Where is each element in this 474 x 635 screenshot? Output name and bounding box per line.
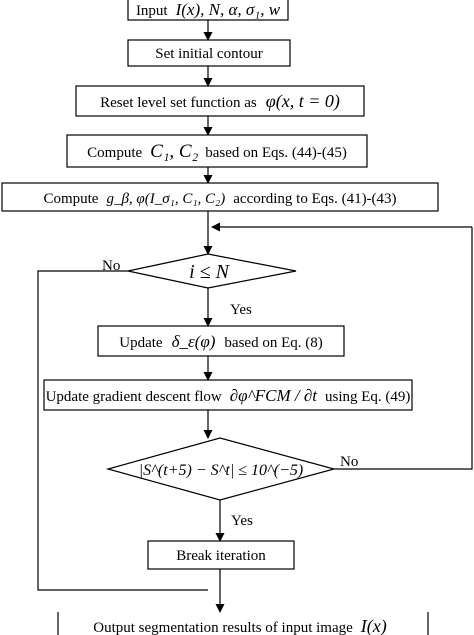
convergence-decision: |S^(t+5) − S^t| ≤ 10^(−5): [105, 437, 337, 501]
svg-text:|S^(t+5) − S^t| ≤ 10^(−5): |S^(t+5) − S^t| ≤ 10^(−5): [139, 462, 303, 479]
iteration-no-label: No: [102, 258, 120, 274]
svg-text:Break iteration: Break iteration: [176, 548, 266, 564]
iteration-yes-label: Yes: [230, 302, 252, 318]
convergence-no-path: [334, 227, 473, 470]
convergence-yes-label: Yes: [231, 513, 253, 529]
output-step: Output segmentation results of input ima…: [57, 612, 429, 635]
svg-text:Update gradient descent flow: Update gradient descent flow ∂φ^FCM / ∂t…: [46, 386, 411, 405]
svg-text:Output segmentation results o: Output segmentation results of input ima…: [93, 616, 387, 635]
svg-text:i ≤ N: i ≤ N: [189, 261, 231, 283]
svg-text:Compute C₁, C₂ bas: Compute C₁, C₂ based on Eqs. (44)-(45): [87, 141, 347, 162]
input-step: Input I(x), N, α, σ₁, w: [127, 0, 289, 21]
svg-text:Compute g_β, φ(I_σ₁, C₁,: Compute g_β, φ(I_σ₁, C₁, C₂) according t…: [43, 190, 396, 207]
compute-g-step: Compute g_β, φ(I_σ₁, C₁, C₂) according t…: [1, 182, 439, 212]
initial-contour-step: Set initial contour: [127, 39, 291, 67]
convergence-no-label: No: [340, 454, 358, 470]
svg-text:Update δ_ε(φ) base: Update δ_ε(φ) based on Eq. (8): [119, 332, 322, 351]
svg-text:Set initial contour: Set initial contour: [155, 46, 262, 62]
iteration-decision: i ≤ N: [127, 253, 297, 289]
reset-level-set-step: Reset level set function as φ(x, t = 0): [75, 85, 365, 117]
svg-text:Reset level set function as: Reset level set function as φ(x, t = 0): [100, 91, 340, 112]
compute-c-step: Compute C₁, C₂ based on Eqs. (44)-(45): [66, 134, 368, 168]
break-step: Break iteration: [147, 540, 295, 570]
iteration-no-path: [37, 270, 208, 591]
svg-text:Input I(x), N, α, σ₁, w: Input I(x), N, α, σ₁, w: [136, 0, 281, 19]
update-delta-step: Update δ_ε(φ) based on Eq. (8): [97, 325, 345, 357]
update-flow-step: Update gradient descent flow ∂φ^FCM / ∂t…: [43, 379, 413, 411]
